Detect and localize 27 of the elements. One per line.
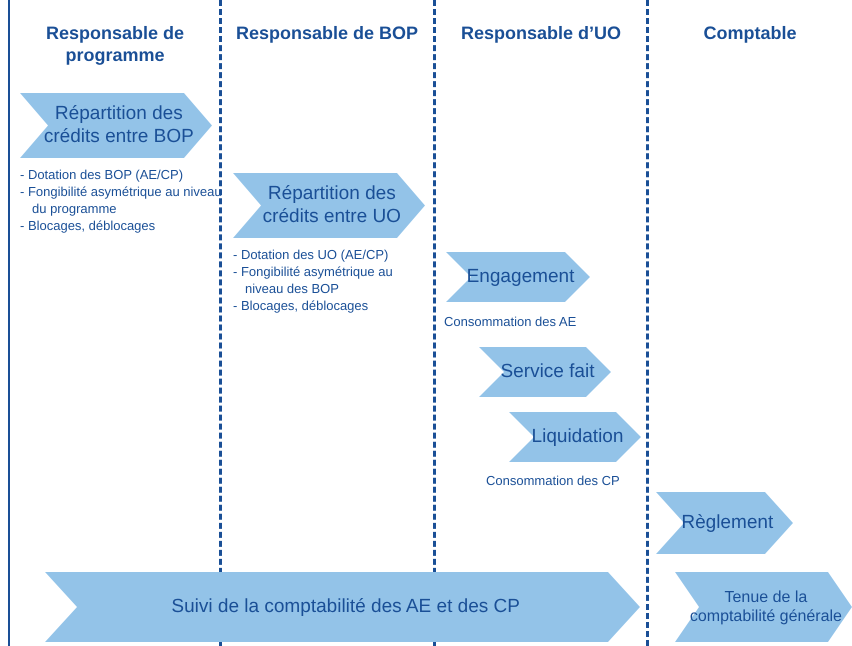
- bullet-item: - Blocages, déblocages: [233, 297, 370, 314]
- lane-header: Comptable: [702, 22, 798, 44]
- step-label: Tenue de la comptabilité générale: [689, 588, 842, 626]
- step-label: Répartition des crédits entre BOP: [42, 102, 195, 148]
- lane-header: Responsable de BOP: [234, 22, 420, 44]
- chevron-step: [675, 572, 852, 642]
- chevron-step: [45, 572, 640, 642]
- chevron-step: [479, 347, 611, 397]
- bullet-item: - Blocages, déblocages: [20, 217, 156, 234]
- step-label: Répartition des crédits entre UO: [262, 182, 402, 228]
- step-label: Service fait: [500, 360, 594, 384]
- step-label: Liquidation: [532, 426, 624, 448]
- bullet-item: - Fongibilité asymétrique au niveau des BOP: [233, 263, 394, 297]
- step-label: Engagement: [466, 266, 574, 288]
- chevron-step: [20, 93, 212, 158]
- chevron-step: [656, 492, 793, 554]
- step-note: Consommation des AE: [444, 313, 578, 330]
- bullet-item: - Dotation des BOP (AE/CP): [20, 166, 184, 183]
- chevron-step: [509, 412, 641, 462]
- bullet-item: - Dotation des UO (AE/CP): [233, 246, 390, 263]
- chevron-step: [446, 252, 590, 302]
- step-label: Suivi de la comptabilité des AE et des CP: [171, 596, 520, 618]
- step-note: Consommation des CP: [486, 472, 621, 489]
- chevron-step: [233, 173, 425, 238]
- lane-header: Responsable de programme: [44, 22, 186, 66]
- lane-header: Responsable d’UO: [460, 22, 622, 44]
- step-label: Règlement: [681, 512, 774, 534]
